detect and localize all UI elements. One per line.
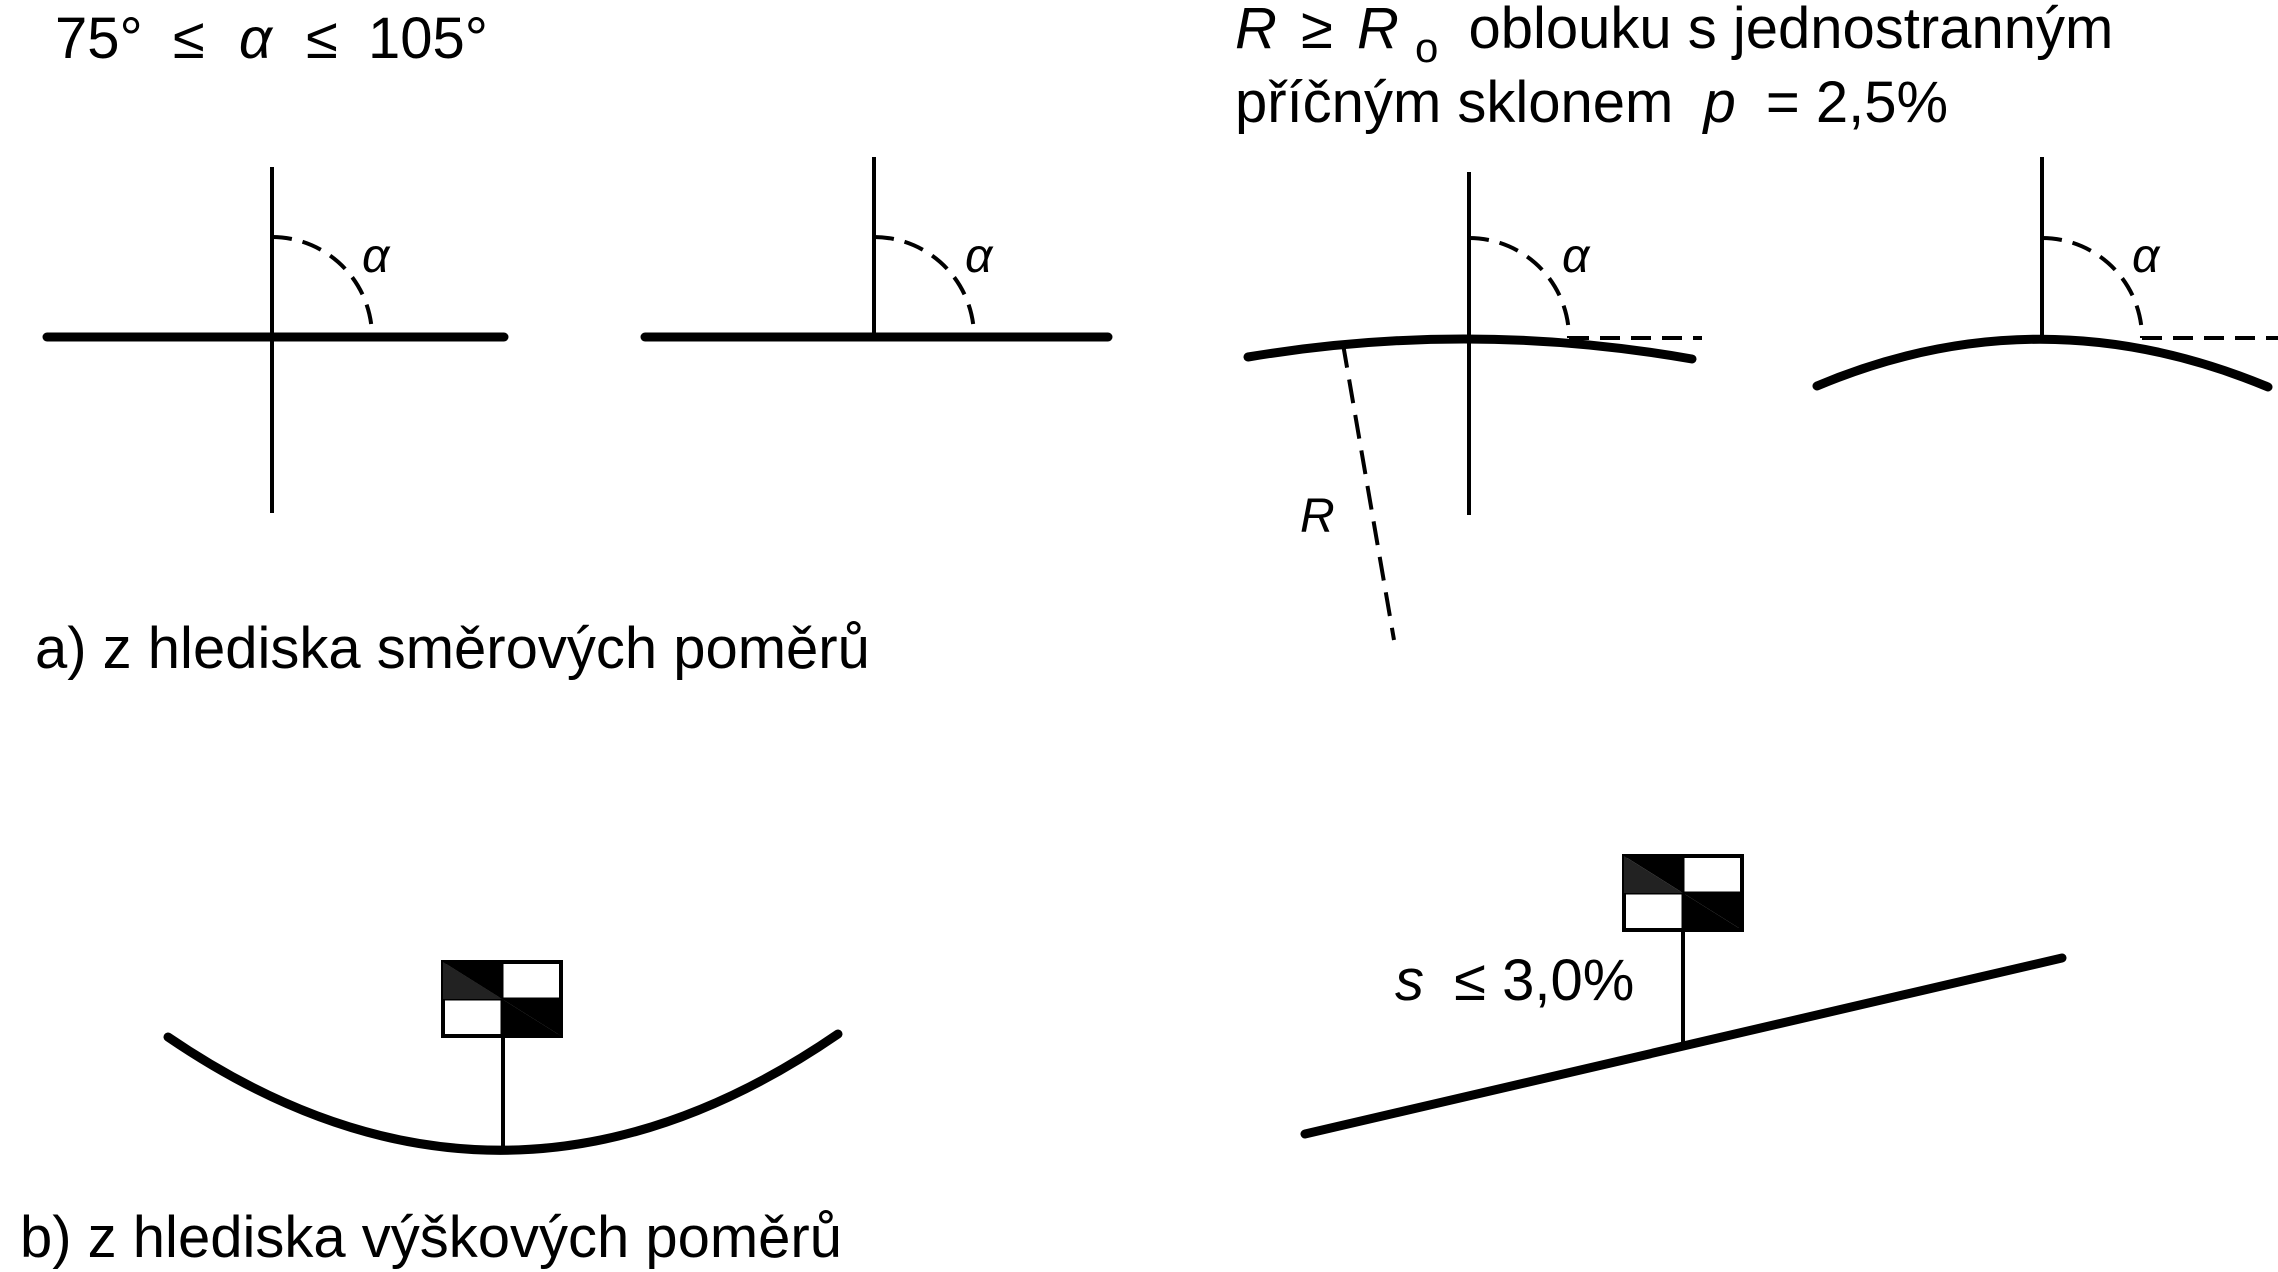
le-sign-1: ≤ [173,6,205,71]
angle-label: α [2132,230,2161,283]
angle-range-heading: 75° ≤ α ≤ 105° [55,6,488,71]
radius-line [1341,343,1396,641]
angle-min: 75° [55,6,143,71]
slope-diagram: s ≤ 3,0% [1300,854,2067,1139]
crossfall-value: = 2,5% [1766,70,1948,135]
angle-label: α [362,230,391,283]
angle-arc [873,235,976,338]
curved-crossing-diagram: α R [1243,172,1702,641]
curved-road-line [1812,334,2273,392]
curved-t-junction-diagram: α [1812,157,2278,392]
sag-curve-diagram [163,960,843,1155]
angle-max: 105° [368,6,488,71]
crossing-diagram: α [42,167,509,513]
radius-condition-line-1: R ≥ R o oblouku s jednostranným [1235,0,2113,75]
angle-arc [2041,236,2144,339]
slope-s: s [1395,948,1424,1013]
radius-ro-subscript: o [1415,24,1438,71]
checkered-sign-icon [441,960,563,1038]
radius-r: R [1235,0,1277,61]
angle-label: α [965,230,994,283]
le-sign-2: ≤ [306,6,338,71]
slope-value: ≤ 3,0% [1454,948,1634,1013]
angle-arc [271,235,374,338]
radius-label: R [1300,490,1335,543]
caption-a: a) z hlediska směrových poměrů [35,616,870,681]
caption-b: b) z hlediska výškových poměrů [20,1205,842,1270]
crossfall-text: příčným sklonem [1235,70,1673,135]
radius-ro: R [1357,0,1399,61]
t-junction-diagram: α [640,157,1113,342]
angle-label: α [1562,230,1591,283]
radius-condition-line-2: příčným sklonem p = 2,5% [1235,70,1948,135]
alpha-symbol: α [239,6,274,71]
radius-condition-rest: oblouku s jednostranným [1468,0,2113,61]
slope-condition: s ≤ 3,0% [1395,948,1634,1013]
crossfall-p: p [1701,70,1735,135]
ge-sign: ≥ [1301,0,1333,61]
angle-arc [1468,236,1571,339]
checkered-sign-icon [1622,854,1744,932]
